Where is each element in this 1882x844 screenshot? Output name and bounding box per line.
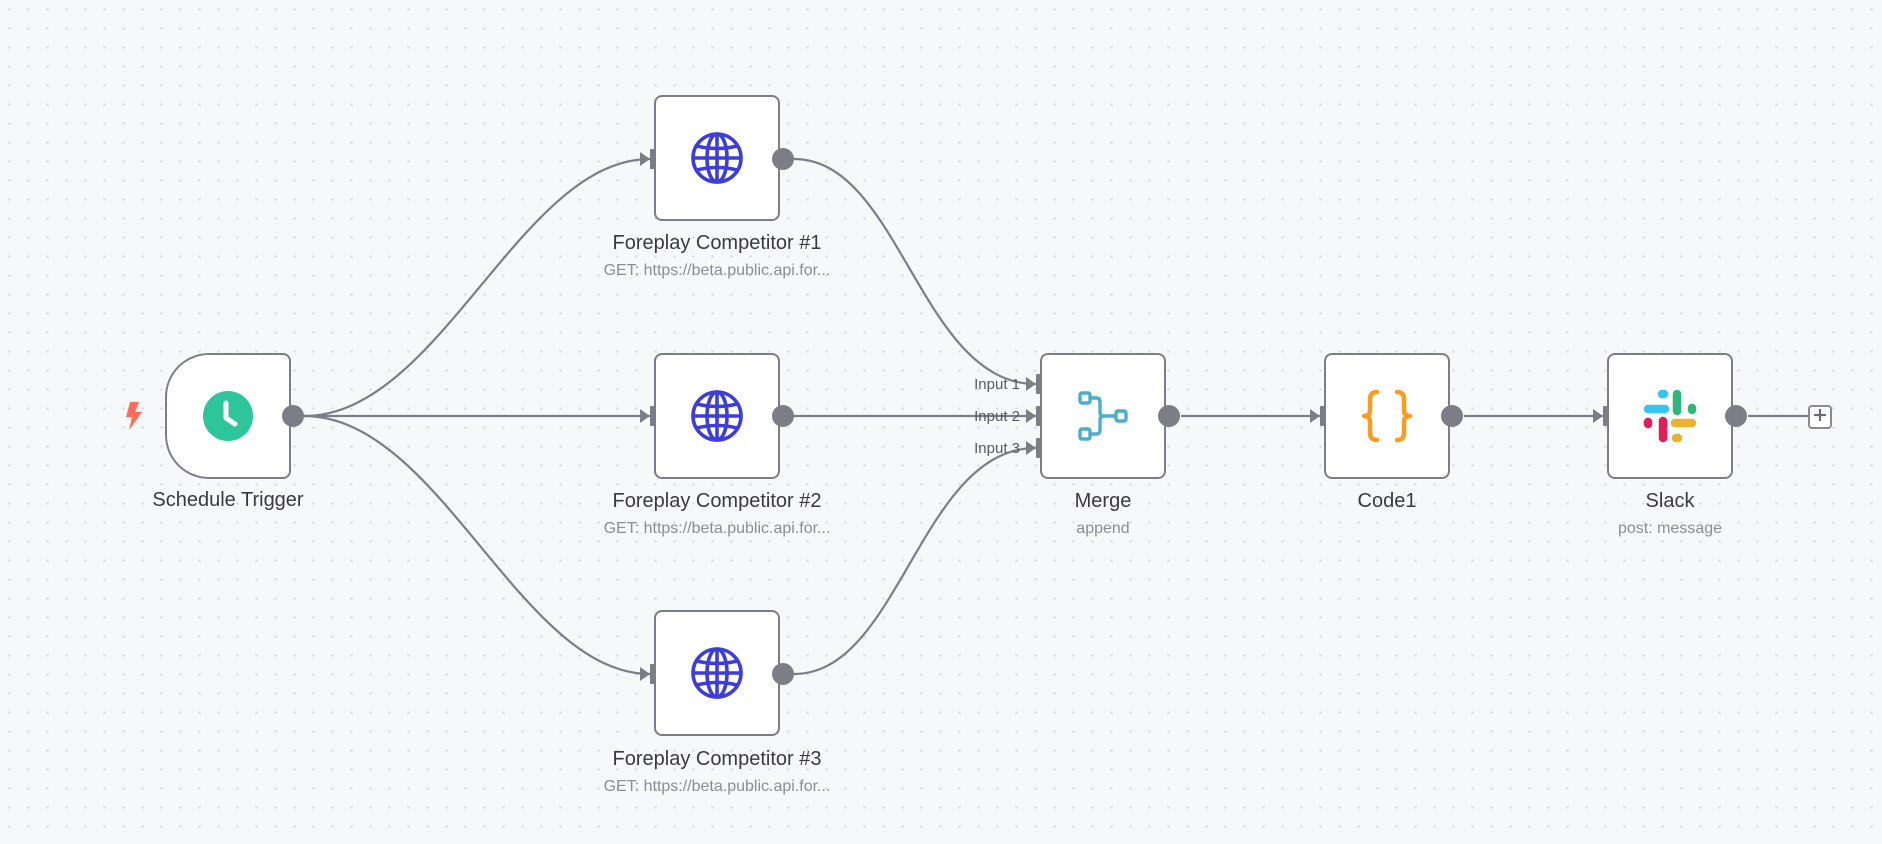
node-title: Foreplay Competitor #1 (612, 232, 822, 254)
merge-input-label-1: Input 1 (974, 376, 1020, 393)
globe-icon (690, 646, 744, 700)
output-handle[interactable] (1158, 405, 1180, 427)
node-merge[interactable] (1040, 353, 1166, 479)
clock-icon (202, 390, 254, 442)
node-subtitle: append (1076, 520, 1130, 537)
node-title: Code1 (1357, 490, 1417, 512)
arrowhead (640, 409, 650, 423)
node-title: Foreplay Competitor #2 (612, 490, 822, 512)
node-subtitle: post: message (1617, 520, 1723, 537)
node-foreplay-competitor-3[interactable] (654, 610, 780, 736)
code-braces-icon (1360, 388, 1414, 444)
node-foreplay-competitor-2[interactable] (654, 353, 780, 479)
node-foreplay-competitor-1[interactable] (654, 95, 780, 221)
output-handle[interactable] (282, 405, 304, 427)
globe-icon (690, 131, 744, 185)
arrowhead (1026, 377, 1036, 391)
node-subtitle: GET: https://beta.public.api.for... (603, 520, 831, 537)
output-handle[interactable] (1441, 405, 1463, 427)
arrowhead (1593, 409, 1603, 423)
node-title: Slack (1645, 490, 1695, 512)
connection-competitor-1-to-merge[interactable] (793, 157, 1037, 386)
arrowhead (1026, 441, 1036, 455)
plus-icon (1813, 408, 1827, 427)
output-handle[interactable] (772, 663, 794, 685)
node-schedule-trigger[interactable] (165, 353, 291, 479)
output-handle[interactable] (772, 405, 794, 427)
output-handle[interactable] (1725, 405, 1747, 427)
node-title: Merge (1074, 490, 1132, 512)
node-title: Schedule Trigger (152, 489, 304, 511)
node-title: Foreplay Competitor #3 (612, 748, 822, 770)
lightning-bolt-icon (124, 401, 144, 436)
connection-trigger-to-competitor-1[interactable] (303, 157, 651, 418)
slack-icon (1643, 389, 1697, 443)
arrowhead (640, 152, 650, 166)
add-node-button[interactable] (1808, 405, 1832, 429)
node-subtitle: GET: https://beta.public.api.for... (603, 778, 831, 795)
arrowhead (1026, 409, 1036, 423)
merge-input-label-3: Input 3 (974, 440, 1020, 457)
connection-competitor-3-to-merge[interactable] (793, 446, 1037, 676)
node-slack[interactable] (1607, 353, 1733, 479)
output-handle[interactable] (772, 148, 794, 170)
merge-icon (1076, 389, 1130, 443)
connection-trigger-to-competitor-3[interactable] (303, 414, 651, 676)
globe-icon (690, 389, 744, 443)
arrowhead (1310, 409, 1320, 423)
arrowhead (640, 667, 650, 681)
node-subtitle: GET: https://beta.public.api.for... (603, 262, 831, 279)
node-code1[interactable] (1324, 353, 1450, 479)
merge-input-label-2: Input 2 (974, 408, 1020, 425)
